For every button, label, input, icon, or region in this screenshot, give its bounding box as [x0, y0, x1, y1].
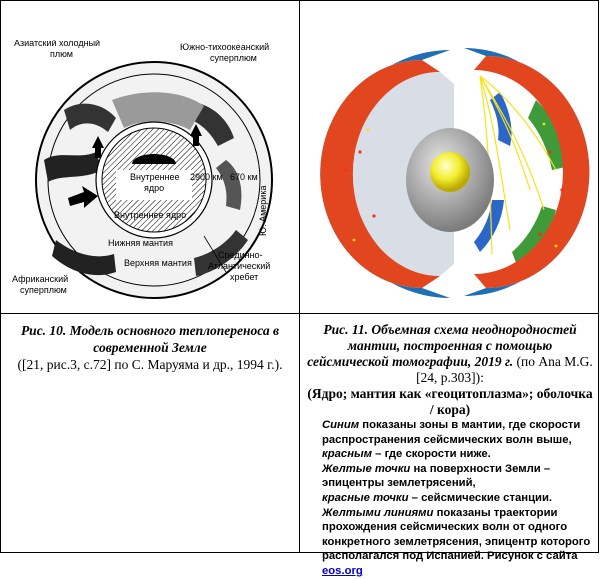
left-mantle-red: [320, 60, 440, 288]
red-emphasis: красным: [322, 448, 373, 461]
right-mantle-blue-1: [490, 92, 512, 146]
right-mantle-red: [474, 56, 590, 288]
figure-11-yellow-note: Желтые точки на поверхности Земли – эпиц…: [306, 462, 594, 491]
arrow-up-right: [190, 124, 202, 146]
asian-plume-label-2: плюм: [50, 49, 73, 59]
red-text: – где скорости ниже.: [372, 448, 491, 461]
slab-bottom-right: [194, 230, 248, 276]
lines-emphasis: Желтыми линиями: [322, 506, 434, 519]
figure-11-title: Рис. 11. Объемная схема неоднородностей …: [307, 322, 577, 369]
earth-tomography-illustration: [320, 48, 590, 298]
continent-right-1: [528, 100, 570, 170]
arrow-up-left: [92, 136, 104, 158]
right-mantle-blue-2: [474, 200, 504, 252]
earthquake-epicenters: [352, 122, 558, 248]
inner-core-label-1: Внутреннее: [130, 172, 180, 182]
lower-mantle-label: Нижняя мантия: [108, 238, 173, 248]
south-pacific-superplume: [112, 92, 204, 130]
ridge-pointer: [203, 235, 227, 273]
asian-plume-label-1: Азиатский холодный: [14, 40, 100, 48]
inner-core-top: [132, 154, 176, 164]
slab-right: [216, 160, 242, 210]
south-pacific-label-1: Южно-тихоокеанский: [180, 42, 269, 52]
african-superplume: [52, 240, 116, 276]
yellow-emphasis: Желтые точки: [322, 462, 411, 475]
tomography-globe-image: [304, 40, 596, 308]
red-points-emphasis: красные точки: [322, 491, 409, 504]
inner-core-label-2: ядро: [144, 183, 164, 193]
cold-plume-slab: [44, 152, 102, 182]
figure-11-lines-note: Желтыми линиями показаны траектории прох…: [306, 506, 594, 579]
figure-11-source: (по Ana M.G. [24, p.303]):: [416, 354, 593, 385]
figure-11-red-points-note: красные точки – сейсмические станции.: [306, 491, 594, 506]
outer-core-label: Внутреннее ядро: [114, 210, 186, 220]
earth-cross-section-diagram: Азиатский холодный плюм Южно-тихоокеанск…: [12, 40, 273, 299]
ridge-label-1: Срединно-: [218, 250, 263, 260]
african-label-2: суперплюм: [20, 285, 67, 295]
upper-mantle-label: Верхняя мантия: [124, 258, 192, 268]
figure-11-caption: Рис. 11. Объемная схема неоднородностей …: [306, 322, 594, 579]
depth-2900-label: 2900 км: [190, 172, 223, 182]
figure-11-subtitle: (Ядро; мантия как «геоцитоплазма»; оболо…: [307, 386, 593, 417]
depth-670-label: 670 км: [230, 172, 258, 182]
slab-upper-left: [64, 103, 116, 132]
ridge-label-2: Атлантический: [208, 261, 270, 271]
row-divider: [0, 313, 599, 314]
figure-10-source: ([21, рис.3, с.72] по С. Маруяма и др., …: [17, 357, 283, 372]
figure-11-blue-note: Синим показаны зоны в мантии, где скорос…: [306, 418, 594, 462]
continent-right-2: [512, 206, 556, 268]
heat-transfer-diagram: Азиатский холодный плюм Южно-тихоокеанск…: [4, 40, 296, 302]
inner-core-label-bg: [116, 170, 192, 200]
red-points-text: – сейсмические станции.: [408, 491, 553, 504]
yellow-text: на поверхности Земли – эпицентры землетр…: [322, 462, 551, 490]
figure-10-title: Рис. 10. Модель основного теплопереноса …: [20, 323, 280, 355]
figure-10-caption: Рис. 10. Модель основного теплопереноса …: [6, 322, 294, 373]
ridge-label-3: хребет: [230, 272, 258, 282]
figure-11-heading: Рис. 11. Объемная схема неоднородностей …: [306, 322, 594, 386]
arrow-left: [68, 186, 98, 208]
inner-core-sphere: [430, 152, 470, 192]
blue-emphasis: Синим: [322, 419, 360, 431]
north-america-label: Ю. Америка: [258, 186, 268, 236]
column-divider: [299, 0, 300, 553]
blue-text: показаны зоны в мантии, где скорости рас…: [322, 419, 581, 446]
eos-link[interactable]: eos.org: [322, 564, 363, 577]
african-label-1: Африканский: [12, 274, 68, 284]
seismic-stations: [344, 150, 564, 236]
south-pacific-label-2: суперплюм: [210, 53, 257, 63]
